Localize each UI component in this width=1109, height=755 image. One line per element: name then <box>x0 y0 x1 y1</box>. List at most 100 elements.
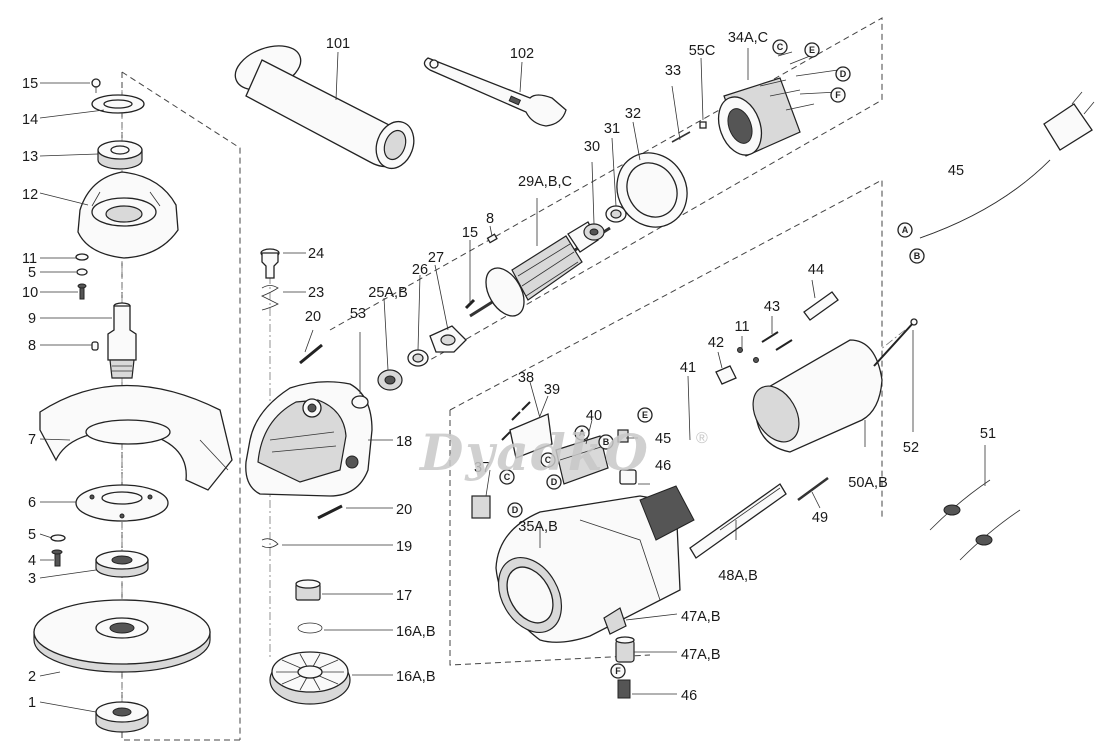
part-24-bolt <box>260 248 280 279</box>
part-36-brush <box>471 495 491 519</box>
svg-text:C: C <box>504 472 511 482</box>
label-5-a: 5 <box>28 265 36 281</box>
label-7: 7 <box>28 432 36 448</box>
label-51: 51 <box>980 426 996 442</box>
wire-marker-c-switch: C <box>540 452 556 468</box>
svg-text:C: C <box>545 455 552 465</box>
part-55c-clip <box>699 121 707 129</box>
label-20-b: 20 <box>396 502 412 518</box>
label-23: 23 <box>308 285 324 301</box>
part-48-switch-bar <box>689 483 787 559</box>
svg-text:A: A <box>902 225 909 235</box>
svg-text:C: C <box>777 42 784 52</box>
part-8-key <box>91 341 99 351</box>
part-11-washer <box>75 253 89 261</box>
label-46-b: 47A,B <box>681 647 721 663</box>
part-101-side-handle <box>234 45 415 170</box>
label-26: 26 <box>412 262 428 278</box>
label-39: 40 <box>586 408 602 424</box>
part-8-key-armature <box>486 233 498 244</box>
part-34-stator <box>717 51 839 157</box>
part-44-power-cord <box>919 91 1095 239</box>
part-45-brush-upper <box>617 429 629 443</box>
part-12-gear-housing <box>77 171 179 259</box>
watermark: DyadkO ® <box>418 423 708 482</box>
wire-marker-f-top: F <box>830 87 846 103</box>
label-11-a: 11 <box>22 251 37 267</box>
part-30-bearing <box>583 223 605 241</box>
svg-text:D: D <box>551 477 558 487</box>
label-43: 44 <box>808 262 824 278</box>
wire-marker-c-top: C <box>772 39 788 55</box>
label-3: 3 <box>28 571 36 587</box>
label-42: 43 <box>764 299 780 315</box>
label-47ab: 47A,B <box>681 609 721 625</box>
part-25-bearing <box>377 369 403 391</box>
label-45-b: 46 <box>681 688 697 704</box>
label-102: 102 <box>510 46 534 62</box>
label-34ac: 34A,C <box>728 30 768 46</box>
part-32-baffle <box>616 152 688 228</box>
label-32: 32 <box>625 106 641 122</box>
part-35-motor-housing <box>495 485 695 643</box>
label-46-a: 46 <box>655 458 671 474</box>
svg-text:DyadkO: DyadkO <box>418 423 650 482</box>
part-45-brush-lower <box>617 679 631 699</box>
label-35ab: 35A,B <box>518 519 558 535</box>
wire-marker-f-brush: F <box>610 663 626 679</box>
label-53: 53 <box>350 306 366 322</box>
label-37: 38 <box>518 370 534 386</box>
label-41: 42 <box>708 335 724 351</box>
label-17: 16A,B <box>396 624 436 640</box>
middle-column-parts <box>234 45 567 705</box>
svg-text:®: ® <box>696 430 708 447</box>
wire-marker-d-switch: D <box>546 474 562 490</box>
label-27: 27 <box>428 250 444 266</box>
part-27-bearing-plate <box>429 325 467 353</box>
part-26-ring <box>407 349 429 367</box>
part-18-bush <box>295 579 321 601</box>
label-101: 101 <box>326 36 350 52</box>
label-18: 17 <box>396 588 412 604</box>
label-8-a: 8 <box>28 338 36 354</box>
label-31: 31 <box>604 121 620 137</box>
label-8-b: 8 <box>486 211 494 227</box>
label-9: 9 <box>28 311 36 327</box>
part-13-bearing <box>97 140 143 170</box>
label-10: 10 <box>22 285 38 301</box>
label-13: 13 <box>22 149 38 165</box>
part-102-spanner <box>423 57 567 127</box>
label-24: 24 <box>308 246 324 262</box>
label-6: 6 <box>28 495 36 511</box>
part-20-pin-lower <box>317 504 343 520</box>
label-30: 30 <box>584 139 600 155</box>
part-16-bevel-gear <box>269 651 351 705</box>
svg-text:E: E <box>642 410 648 420</box>
label-44: 45 <box>948 163 964 179</box>
part-37-screws <box>501 401 531 441</box>
part-47-button <box>603 607 627 635</box>
part-46-cap-lower <box>615 636 635 663</box>
label-14: 14 <box>22 112 38 128</box>
part-42-screws <box>761 331 793 351</box>
part-41-cord-clamp <box>715 365 737 385</box>
wire-marker-c-brush: C <box>499 469 515 485</box>
part-7-guard <box>39 384 233 491</box>
part-2-disc <box>33 599 211 673</box>
svg-text:D: D <box>512 505 519 515</box>
label-45-a: 45 <box>655 431 671 447</box>
label-16ab: 16A,B <box>396 669 436 685</box>
label-19: 19 <box>396 539 412 555</box>
label-5-b: 5 <box>28 527 36 543</box>
left-column-parts <box>33 78 233 733</box>
motor-housing-parts <box>471 91 1095 699</box>
label-12: 12 <box>22 187 38 203</box>
part-6-flange <box>75 484 169 522</box>
svg-text:F: F <box>615 666 621 676</box>
part-3-inner-flange <box>95 550 149 578</box>
wire-letter-markers: C E D F A B A B C D C D E F <box>499 39 925 679</box>
part-10-screw <box>77 283 87 300</box>
part-49-pin <box>797 476 829 502</box>
part-1-outer-nut <box>95 701 149 733</box>
label-38: 39 <box>544 382 560 398</box>
